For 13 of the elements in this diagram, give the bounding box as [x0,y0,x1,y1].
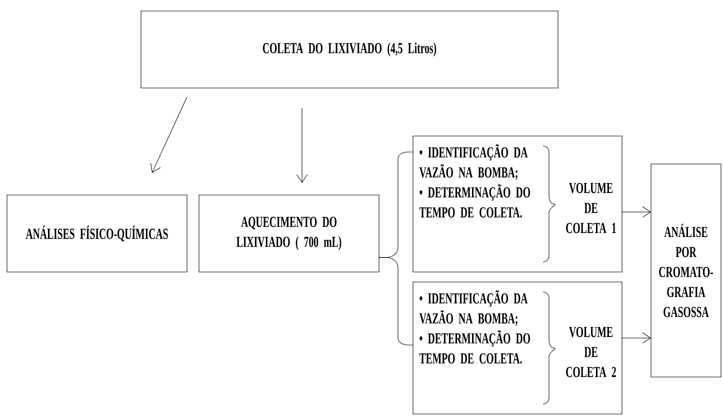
arrow [296,108,308,183]
bullet-list: • IDENTIFICAÇÃO DA VAZÃO NA BOMBA; • DETERMINAÇÃO DO TEMPO DE COLETA. [419,144,530,218]
arrow [150,96,188,173]
process-box: ANÁLISES FÍSICO-QUÍMICAS [6,194,188,272]
volume-label: VOLUME DE COLETA 2 [566,326,616,378]
volume-label: VOLUME DE COLETA 1 [566,182,616,234]
arrow [622,206,651,218]
arrow [622,332,651,344]
bullet-list: • IDENTIFICAÇÃO DA VAZÃO NA BOMBA; • DETERMINAÇÃO DO TEMPO DE COLETA. [419,290,530,364]
process-box: AQUECIMENTO DO LIXIVIADO ( 700 mL) [198,194,380,272]
brace [378,257,414,346]
process-box: ANÁLISE POR CROMATO- GRAFIA GASOSSA [650,164,722,378]
process-box: COLETA DO LIXIVIADO (4,5 Litros) [140,10,558,88]
